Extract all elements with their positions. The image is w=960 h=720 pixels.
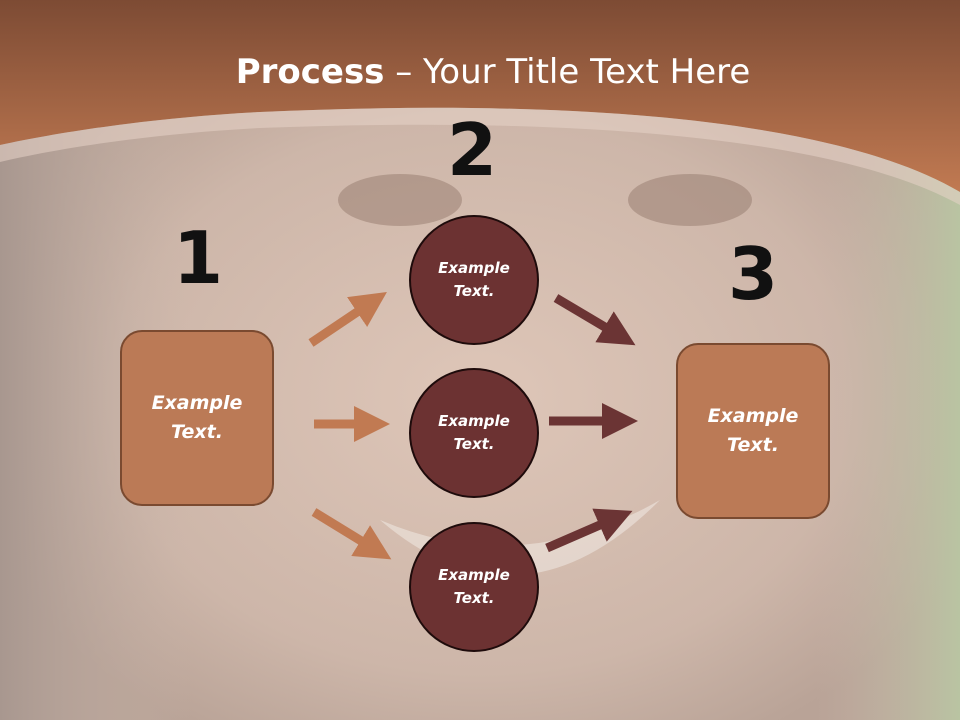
step2-circle-top-text: Example Text. xyxy=(438,259,510,300)
step1-box: Example Text. xyxy=(120,330,274,506)
header-sweep xyxy=(0,107,960,205)
arrow-top-to-step3 xyxy=(553,294,636,346)
step3-box-text: Example Text. xyxy=(707,405,799,456)
arrow-bottom-to-step3 xyxy=(545,508,633,553)
step2-circle-middle-text: Example Text. xyxy=(438,412,510,453)
step2-circle-bottom: Example Text. xyxy=(409,522,539,652)
photo-eye-right xyxy=(628,174,752,226)
slide-title: Process – Your Title Text Here xyxy=(0,52,960,92)
step1-box-text: Example Text. xyxy=(151,392,243,443)
step-number-2: 2 xyxy=(446,108,498,192)
arrow-step1-to-bottom xyxy=(311,508,392,560)
step2-circle-middle: Example Text. xyxy=(409,368,539,498)
photo-eye-left xyxy=(338,174,462,226)
step2-circle-top: Example Text. xyxy=(409,215,539,345)
title-bold: Process xyxy=(235,52,385,92)
step-number-1: 1 xyxy=(172,216,224,300)
title-rest: – Your Title Text Here xyxy=(384,52,751,92)
arrow-step1-to-top xyxy=(308,291,387,347)
header-band xyxy=(0,0,960,192)
step-number-3: 3 xyxy=(727,232,779,316)
step2-circle-bottom-text: Example Text. xyxy=(438,566,510,607)
step3-box: Example Text. xyxy=(676,343,830,519)
